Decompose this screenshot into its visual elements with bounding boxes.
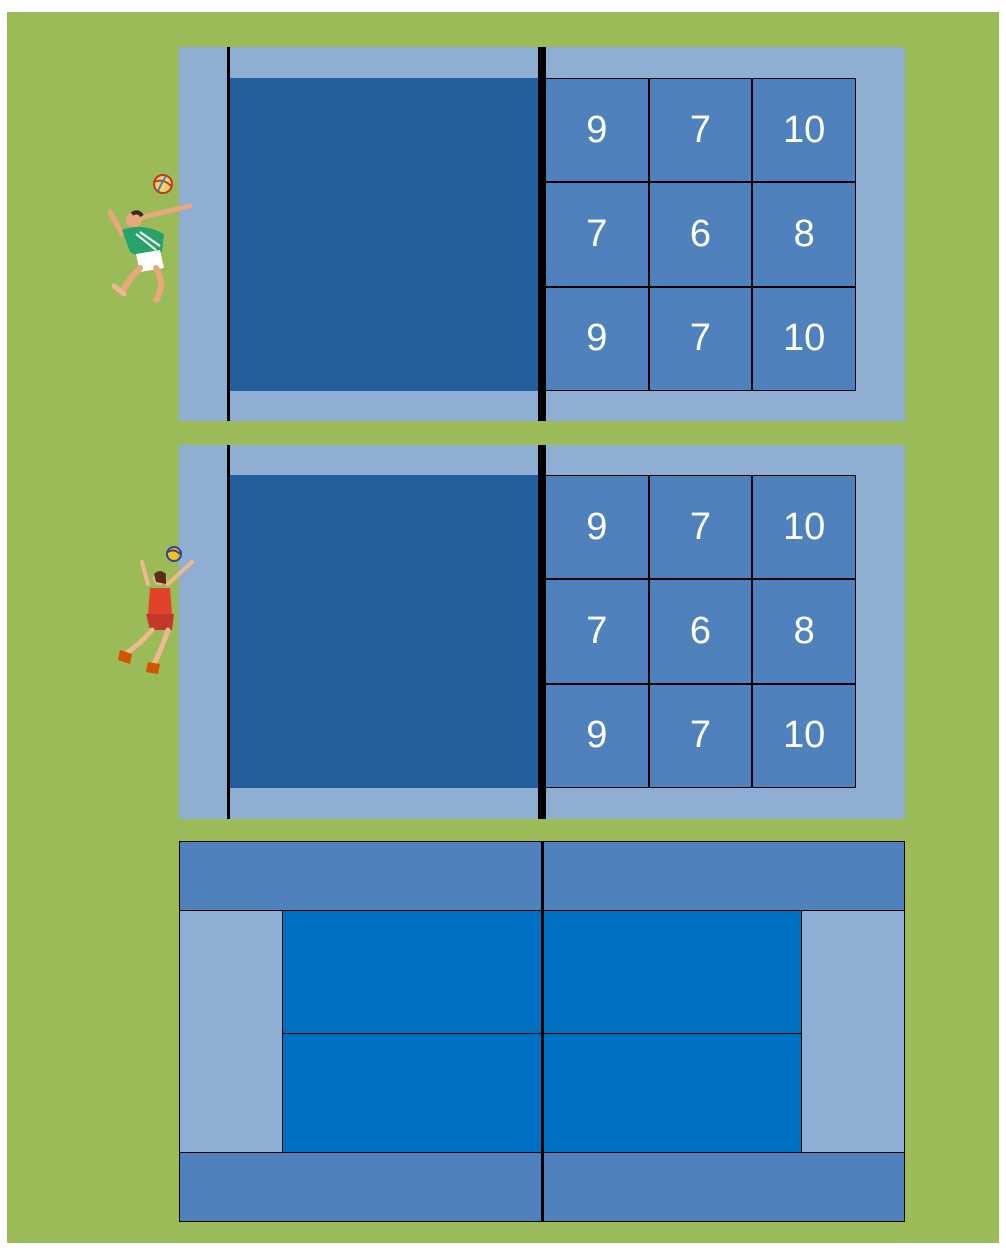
court-2-zone: 10 xyxy=(752,684,856,788)
player-red-jersey-icon xyxy=(110,540,200,680)
bottom-court-center-line xyxy=(541,841,544,1222)
court-1-zone: 8 xyxy=(752,182,856,286)
court-1-inner xyxy=(230,78,541,391)
court-1-zone: 7 xyxy=(649,78,753,182)
bottom-court-box-top-right xyxy=(542,910,802,1034)
player-green-jersey-icon xyxy=(100,168,200,308)
court-1-zone: 7 xyxy=(545,182,649,286)
court-2-zone: 10 xyxy=(752,475,856,579)
court-2-baseline xyxy=(227,445,230,819)
court-2-zone: 7 xyxy=(545,579,649,683)
court-1-zone: 10 xyxy=(752,78,856,182)
court-2-zone: 9 xyxy=(545,684,649,788)
court-1-zone-grid: 9 7 10 7 6 8 9 7 10 xyxy=(545,78,856,391)
bottom-court-box-bottom-right xyxy=(542,1033,802,1153)
court-2-zone: 8 xyxy=(752,579,856,683)
court-2-zone: 6 xyxy=(649,579,753,683)
court-2-inner xyxy=(230,475,541,788)
court-1-zone: 9 xyxy=(545,287,649,391)
bottom-court-box-top-left xyxy=(282,910,543,1034)
volleyball-icon xyxy=(167,547,181,561)
court-2-zone: 7 xyxy=(649,684,753,788)
court-1-zone: 6 xyxy=(649,182,753,286)
court-2-zone-grid: 9 7 10 7 6 8 9 7 10 xyxy=(545,475,856,788)
bottom-court-box-bottom-left xyxy=(282,1033,543,1153)
court-2-zone: 7 xyxy=(649,475,753,579)
court-1-baseline xyxy=(227,47,230,421)
court-1-zone: 9 xyxy=(545,78,649,182)
court-2-zone: 9 xyxy=(545,475,649,579)
volleyball-icon xyxy=(154,175,172,193)
court-1-zone: 7 xyxy=(649,287,753,391)
court-1-zone: 10 xyxy=(752,287,856,391)
